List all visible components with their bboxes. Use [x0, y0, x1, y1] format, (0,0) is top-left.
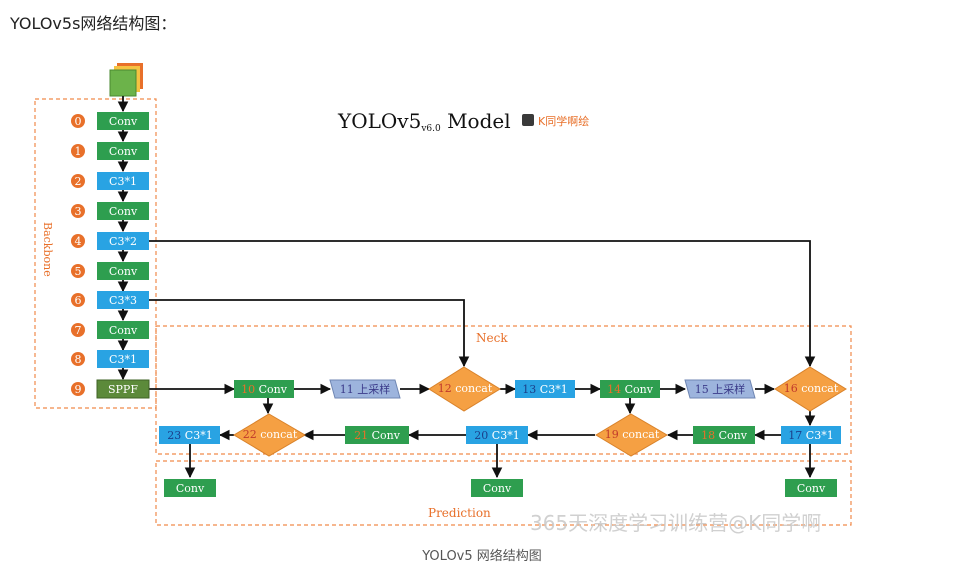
connectors — [117, 96, 816, 479]
index-badge — [71, 144, 85, 158]
block-label: 11 上采样 — [340, 382, 391, 396]
block-label: Conv — [176, 482, 205, 495]
index-badge — [71, 293, 85, 307]
author-label: K同学啊绘 — [538, 114, 589, 128]
index-badge — [71, 264, 85, 278]
index-badge — [71, 382, 85, 396]
backbone-block-0: Conv — [97, 112, 149, 130]
neck-bottom-row: 17 C3*1 18 Conv 19 concat 20 C3*1 21 Con… — [159, 413, 841, 457]
neck-block-16-concat: 16 concat — [774, 366, 847, 412]
neck-block-20: 20 C3*1 — [466, 426, 528, 444]
index-number: 8 — [75, 353, 82, 366]
backbone-label: Backbone — [41, 222, 54, 277]
neck-block-22-concat: 22 concat — [233, 413, 306, 457]
index-number: 0 — [75, 115, 82, 128]
neck-block-15-upsample: 15 上采样 — [684, 379, 756, 399]
block-label: 19 concat — [605, 428, 660, 441]
backbone-block-2: C3*1 — [97, 172, 149, 190]
block-label: Conv — [109, 324, 138, 337]
neck-block-10: 10 Conv — [234, 380, 294, 398]
index-badge — [71, 352, 85, 366]
block-label: 16 concat — [784, 382, 839, 395]
backbone-block-8: C3*1 — [97, 350, 149, 368]
block-label: C3*3 — [109, 294, 137, 307]
index-number: 7 — [75, 324, 82, 337]
neck-block-11-upsample: 11 上采样 — [329, 379, 401, 399]
block-label: 22 concat — [243, 428, 298, 441]
neck-frame — [155, 325, 852, 455]
prediction-heads: Conv Conv Conv — [164, 479, 837, 497]
index-number: 4 — [75, 235, 82, 248]
block-label: Conv — [483, 482, 512, 495]
neck-block-13: 13 C3*1 — [515, 380, 575, 398]
prediction-conv-2: Conv — [471, 479, 523, 497]
index-number: 3 — [75, 205, 82, 218]
block-label: C3*1 — [109, 175, 137, 188]
backbone-blocks: Conv Conv C3*1 Conv C3*2 Conv C3*3 Conv … — [96, 112, 150, 399]
model-title: YOLOv5v6.0 Model — [337, 109, 511, 134]
block-label: Conv — [109, 115, 138, 128]
neck-block-23: 23 C3*1 — [159, 426, 220, 444]
block-label: Conv — [109, 205, 138, 218]
index-badge — [71, 323, 85, 337]
index-badge — [71, 234, 85, 248]
backbone-indices: 0 1 2 3 4 5 6 7 8 9 — [71, 114, 85, 396]
neck-label: Neck — [476, 331, 508, 345]
neck-block-17: 17 C3*1 — [781, 426, 841, 444]
index-badge — [71, 204, 85, 218]
neck-block-19-concat: 19 concat — [595, 413, 668, 457]
watermark: 365天深度学习训练营@K同学啊 — [530, 511, 821, 535]
block-label: 17 C3*1 — [788, 429, 833, 442]
index-number: 5 — [75, 265, 82, 278]
prediction-label: Prediction — [428, 506, 491, 520]
index-number: 2 — [75, 175, 82, 188]
block-label: 15 上采样 — [695, 382, 746, 396]
index-badge — [71, 114, 85, 128]
block-label: Conv — [109, 265, 138, 278]
neck-top-row: 10 Conv 11 上采样 12 concat 13 C3*1 14 Conv… — [234, 366, 847, 412]
figure-caption: YOLOv5 网络结构图 — [422, 549, 542, 564]
neck-block-12-concat: 12 concat — [428, 366, 501, 412]
block-label: 14 Conv — [607, 383, 654, 396]
neck-block-18: 18 Conv — [693, 426, 755, 444]
block-label: 23 C3*1 — [167, 429, 212, 442]
prediction-frame — [155, 460, 852, 526]
block-label: 21 Conv — [354, 429, 401, 442]
prediction-conv-3: Conv — [785, 479, 837, 497]
block-label: 13 C3*1 — [522, 383, 567, 396]
backbone-block-3: Conv — [97, 202, 149, 220]
backbone-block-6: C3*3 — [97, 291, 149, 309]
author-avatar-icon — [522, 114, 534, 126]
backbone-block-1: Conv — [97, 142, 149, 160]
block-label: 18 Conv — [701, 429, 748, 442]
backbone-block-4: C3*2 — [97, 232, 149, 250]
backbone-block-7: Conv — [97, 321, 149, 339]
prediction-conv-1: Conv — [164, 479, 216, 497]
block-label: 20 C3*1 — [474, 429, 519, 442]
block-label: Conv — [797, 482, 826, 495]
block-label: 10 Conv — [241, 383, 288, 396]
backbone-frame — [34, 98, 157, 409]
backbone-block-5: Conv — [97, 262, 149, 280]
index-number: 6 — [75, 294, 82, 307]
author-badge: K同学啊绘 — [522, 114, 589, 128]
backbone-block-9: SPPF — [96, 379, 150, 399]
index-badge — [71, 174, 85, 188]
block-label: 12 concat — [438, 382, 493, 395]
page-heading: YOLOv5s网络结构图： — [10, 14, 177, 33]
block-label: C3*1 — [109, 353, 137, 366]
index-number: 1 — [75, 145, 82, 158]
neck-block-21: 21 Conv — [345, 426, 409, 444]
block-label: C3*2 — [109, 235, 137, 248]
block-label: SPPF — [108, 383, 138, 396]
neck-block-14: 14 Conv — [600, 380, 660, 398]
input-image-icon — [109, 63, 143, 97]
index-number: 9 — [75, 383, 82, 396]
block-label: Conv — [109, 145, 138, 158]
